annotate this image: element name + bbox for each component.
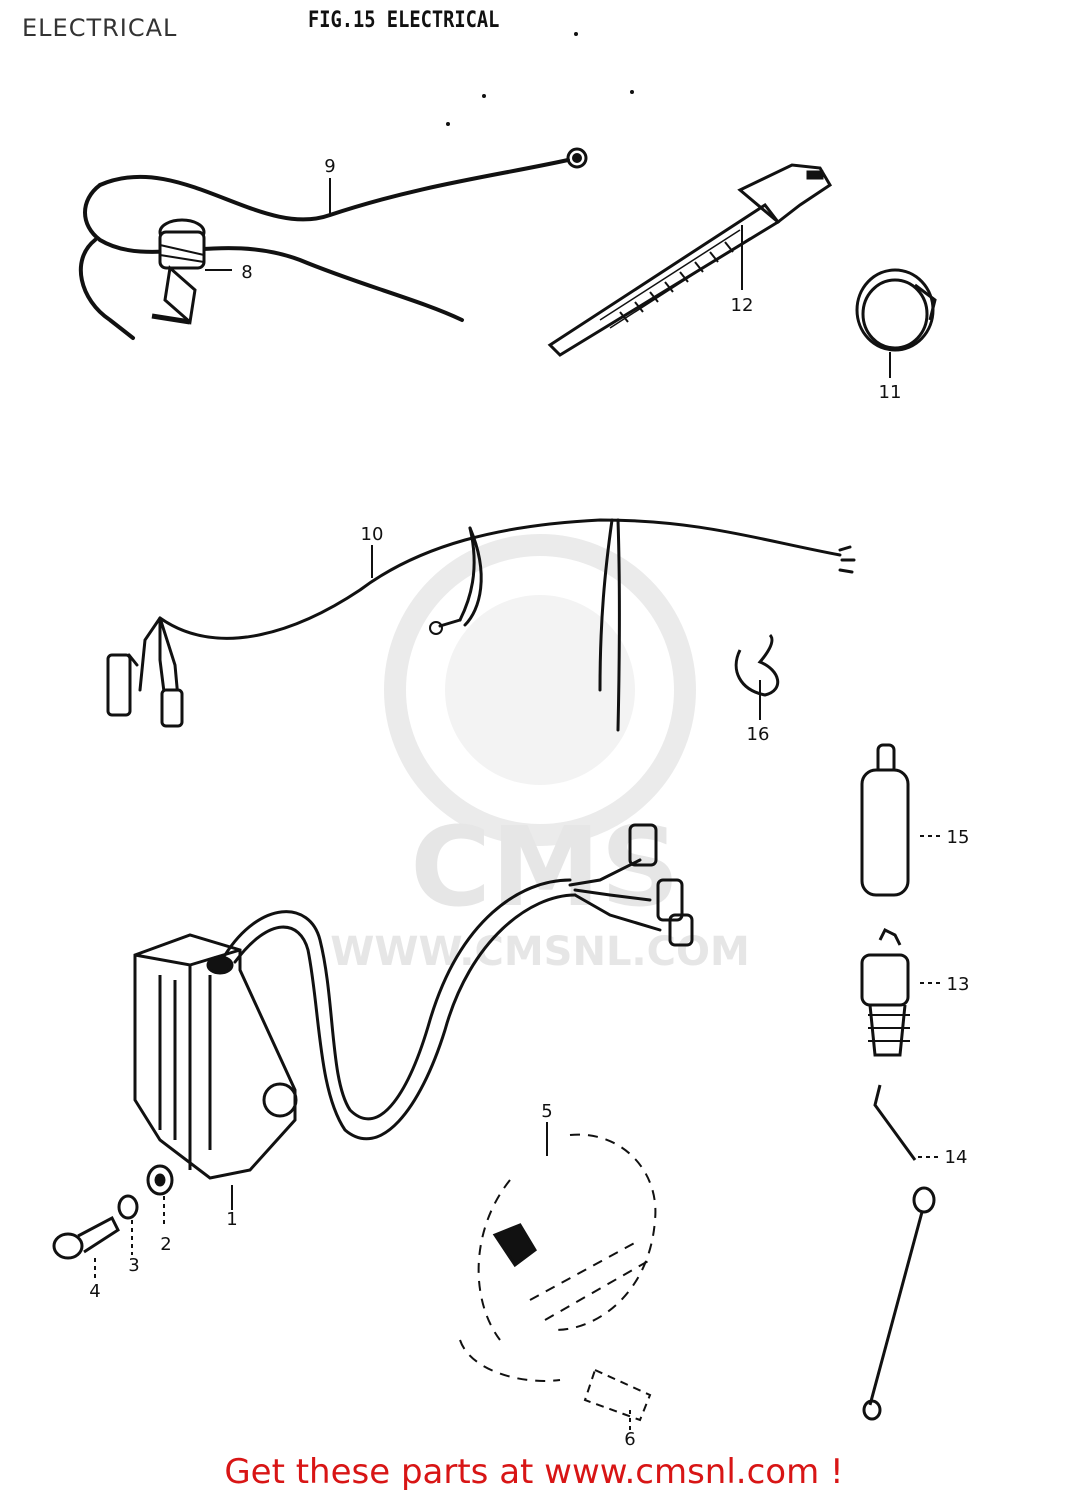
watermark-mascot-icon (384, 534, 696, 846)
part-8-switch (151, 218, 206, 325)
callout-13: 13 (947, 974, 970, 995)
callout-2: 2 (160, 1234, 171, 1255)
cms-watermark: CMS WWW.CMSNL.COM (330, 534, 750, 975)
part-5-stator (492, 1223, 537, 1268)
part-6-pin-ghost (583, 1368, 652, 1422)
callout-3: 3 (128, 1255, 139, 1276)
part-10-wiring-harness (106, 518, 856, 732)
callout-8: 8 (241, 262, 252, 283)
page-title: ELECTRICAL (22, 14, 178, 42)
callout-4: 4 (89, 1281, 100, 1302)
watermark-brand: CMS (410, 803, 679, 931)
part-15-cap (860, 743, 910, 897)
callout-9: 9 (324, 156, 335, 177)
part-1-cdi-unit (133, 933, 298, 1180)
cdi-cable (223, 823, 694, 1141)
part-4-bolt (52, 1215, 120, 1260)
promo-link[interactable]: Get these parts at www.cmsnl.com ! (224, 1452, 844, 1492)
part-3-lock-washer (117, 1194, 139, 1220)
part-9-wire-lead (78, 147, 588, 340)
part-12-strap (547, 163, 833, 357)
callout-6: 6 (624, 1429, 635, 1450)
callout-1: 1 (226, 1209, 237, 1230)
watermark-url: WWW.CMSNL.COM (330, 929, 750, 975)
callout-16: 16 (747, 724, 770, 745)
callout-5: 5 (541, 1101, 552, 1122)
part-13-plug (860, 927, 910, 1057)
callout-10: 10 (361, 524, 384, 545)
part-11-clamp (855, 268, 937, 352)
promo-banner[interactable]: Get these parts at www.cmsnl.com ! (0, 1452, 1068, 1492)
callout-12: 12 (731, 295, 754, 316)
scan-dots (446, 32, 634, 126)
part-16-clip (734, 633, 779, 697)
callout-15: 15 (947, 827, 970, 848)
leader-lines (94, 178, 942, 1430)
part-2-washer (146, 1164, 174, 1196)
figure-title: FIG.15 ELECTRICAL (308, 8, 500, 33)
part-5-magneto-ghost (459, 1133, 657, 1382)
callout-labels: 1 2 3 4 5 6 8 9 10 11 12 13 14 15 16 (89, 156, 969, 1450)
callout-14: 14 (945, 1147, 968, 1168)
callout-11: 11 (879, 382, 902, 403)
part-14-rod (862, 1084, 936, 1421)
